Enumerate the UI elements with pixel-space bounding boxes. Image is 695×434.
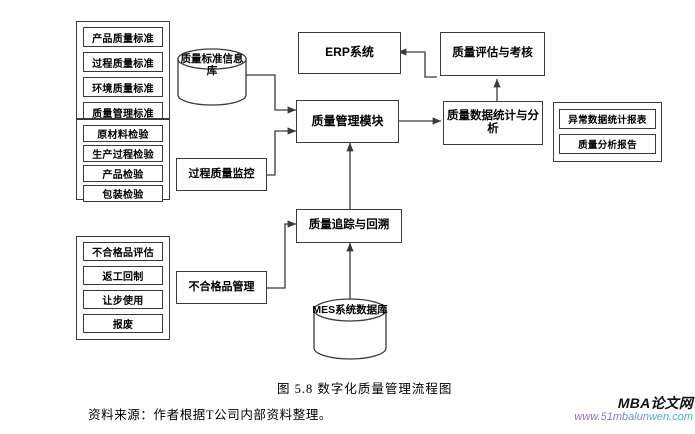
link-standards-db-to-quality-module xyxy=(246,74,297,114)
chip-concession-use[interactable]: 让步使用 xyxy=(83,290,163,309)
link-process-monitor-to-quality-module xyxy=(267,127,297,176)
chip-production-process-inspection[interactable]: 生产过程检验 xyxy=(83,145,163,162)
chip-nonconforming-assessment[interactable]: 不合格品评估 xyxy=(83,242,163,261)
chip-rework[interactable]: 返工回制 xyxy=(83,266,163,285)
watermark-url: www.51mbalunwen.com xyxy=(553,412,693,423)
chip-environment-quality-standard[interactable]: 环境质量标准 xyxy=(83,77,163,97)
figure-caption: 图 5.8 数字化质量管理流程图 xyxy=(277,382,453,396)
standards-database-cylinder[interactable]: 质量标准信息库 xyxy=(176,48,248,106)
mes-database-label: MES系统数据库 xyxy=(312,304,388,316)
node-nonconforming-management[interactable]: 不合格品管理 xyxy=(176,271,267,304)
node-quality-assessment[interactable]: 质量评估与考核 xyxy=(440,32,545,76)
node-process-quality-monitoring[interactable]: 过程质量监控 xyxy=(176,158,267,191)
node-quality-data-analysis[interactable]: 质量数据统计与分析 xyxy=(443,101,543,145)
chip-product-inspection[interactable]: 产品检验 xyxy=(83,165,163,182)
cylinder-shape xyxy=(177,48,247,106)
watermark-title: MBA论文网 xyxy=(617,395,693,411)
chip-scrap[interactable]: 报废 xyxy=(83,314,163,333)
cylinder-shape xyxy=(313,298,387,360)
mes-database-cylinder[interactable]: MES系统数据库 xyxy=(312,298,388,360)
link-nonconforming-to-quality-tracing xyxy=(267,220,297,289)
node-quality-management-module[interactable]: 质量管理模块 xyxy=(296,100,399,143)
node-erp-system[interactable]: ERP系统 xyxy=(298,32,401,74)
standards-database-label: 质量标准信息库 xyxy=(180,53,244,77)
watermark: MBA论文网 www.51mbalunwen.com xyxy=(553,396,693,430)
chip-quality-analysis-report[interactable]: 质量分析报告 xyxy=(559,134,656,154)
node-quality-tracing[interactable]: 质量追踪与回溯 xyxy=(296,209,402,243)
chip-abnormal-data-report[interactable]: 异常数据统计报表 xyxy=(559,109,656,129)
chip-process-quality-standard[interactable]: 过程质量标准 xyxy=(83,52,163,72)
source-caption: 资料来源：作者根据T公司内部资料整理。 xyxy=(88,408,333,422)
link-quality-assessment-to-erp xyxy=(397,48,437,78)
chip-packaging-inspection[interactable]: 包装检验 xyxy=(83,185,163,202)
chip-product-quality-standard[interactable]: 产品质量标准 xyxy=(83,27,163,47)
chip-raw-material-inspection[interactable]: 原材料检验 xyxy=(83,125,163,142)
